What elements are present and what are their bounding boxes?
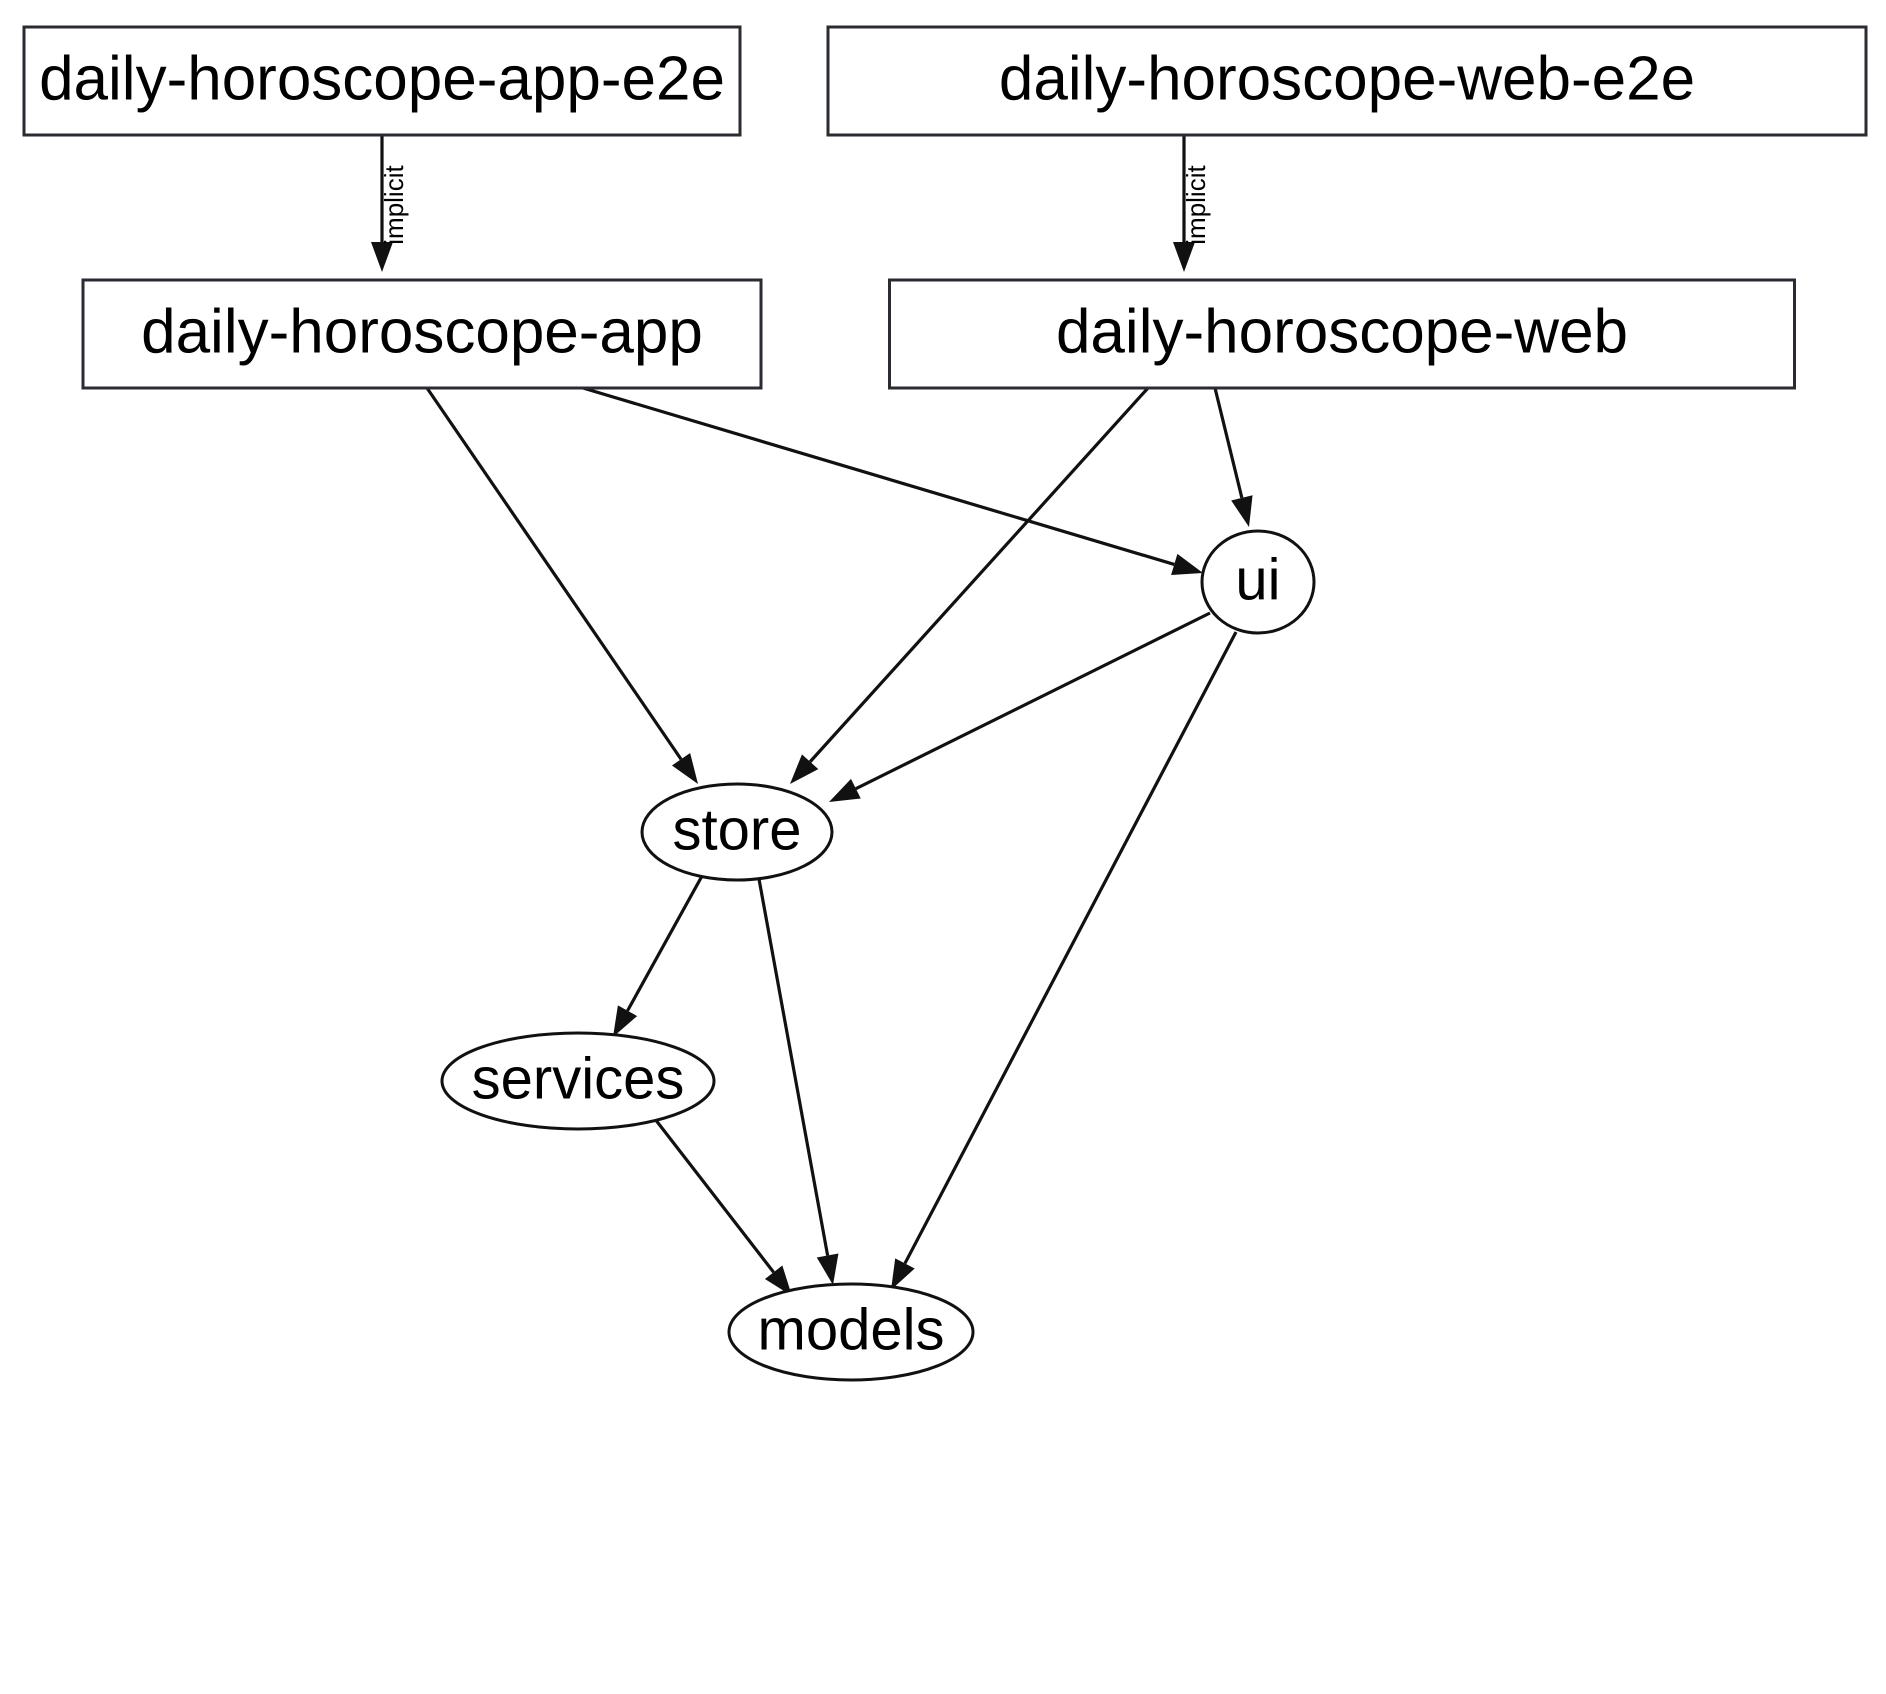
- node-daily-horoscope-app-e2e[interactable]: daily-horoscope-app-e2e: [22, 25, 742, 137]
- node-label-ui: ui: [1235, 547, 1280, 612]
- node-label-daily-horoscope-app-e2e: daily-horoscope-app-e2e: [39, 44, 725, 113]
- node-daily-horoscope-web[interactable]: daily-horoscope-web: [888, 278, 1796, 390]
- node-shape-ellipse-services[interactable]: [440, 1031, 716, 1131]
- edge-services-to-models: [653, 1118, 792, 1296]
- node-label-store: store: [673, 797, 802, 862]
- edge-store-to-services: [613, 875, 704, 1037]
- edge-label-implicit: implicit: [1181, 165, 1211, 245]
- edge-ui-to-models: [891, 631, 1238, 1290]
- node-label-models: models: [758, 1297, 945, 1362]
- node-shape-rect-daily-horoscope-web[interactable]: [888, 278, 1796, 390]
- node-models[interactable]: models: [727, 1282, 975, 1382]
- edge-labels-layer: implicit implicit: [379, 165, 1211, 245]
- edges-layer: [371, 135, 1253, 1296]
- edge-store-to-models: [757, 878, 839, 1285]
- node-shape-ellipse-store[interactable]: [640, 782, 834, 882]
- edge-daily-horoscope-web-e2e-to-daily-horoscope-web: [1173, 135, 1195, 272]
- node-services[interactable]: services: [440, 1031, 716, 1131]
- node-shape-rect-daily-horoscope-app[interactable]: [81, 278, 763, 390]
- node-daily-horoscope-app[interactable]: daily-horoscope-app: [81, 278, 763, 390]
- node-label-daily-horoscope-web-e2e: daily-horoscope-web-e2e: [999, 44, 1695, 113]
- node-shape-ellipse-models[interactable]: [727, 1282, 975, 1382]
- edge-label-implicit: implicit: [379, 165, 409, 245]
- node-store[interactable]: store: [640, 782, 834, 882]
- edge-daily-horoscope-app-to-store: [425, 387, 698, 784]
- edge-daily-horoscope-web-to-ui: [1213, 387, 1253, 527]
- node-daily-horoscope-web-e2e[interactable]: daily-horoscope-web-e2e: [826, 25, 1868, 137]
- node-label-daily-horoscope-web: daily-horoscope-web: [1056, 297, 1628, 366]
- edge-daily-horoscope-app-to-ui: [582, 386, 1203, 575]
- node-ui[interactable]: ui: [1200, 529, 1316, 635]
- edge-daily-horoscope-app-e2e-to-daily-horoscope-app: [371, 135, 393, 272]
- edge-daily-horoscope-web-to-store: [790, 386, 1150, 784]
- nodes-layer: daily-horoscope-app-e2e daily-horoscope-w…: [22, 25, 1868, 1382]
- edge-ui-to-store: [829, 611, 1211, 802]
- node-label-daily-horoscope-app: daily-horoscope-app: [141, 297, 703, 366]
- node-shape-rect-daily-horoscope-app-e2e[interactable]: [22, 25, 742, 137]
- node-shape-rect-daily-horoscope-web-e2e[interactable]: [826, 25, 1868, 137]
- node-shape-ellipse-ui[interactable]: [1200, 529, 1316, 635]
- node-label-services: services: [472, 1046, 685, 1111]
